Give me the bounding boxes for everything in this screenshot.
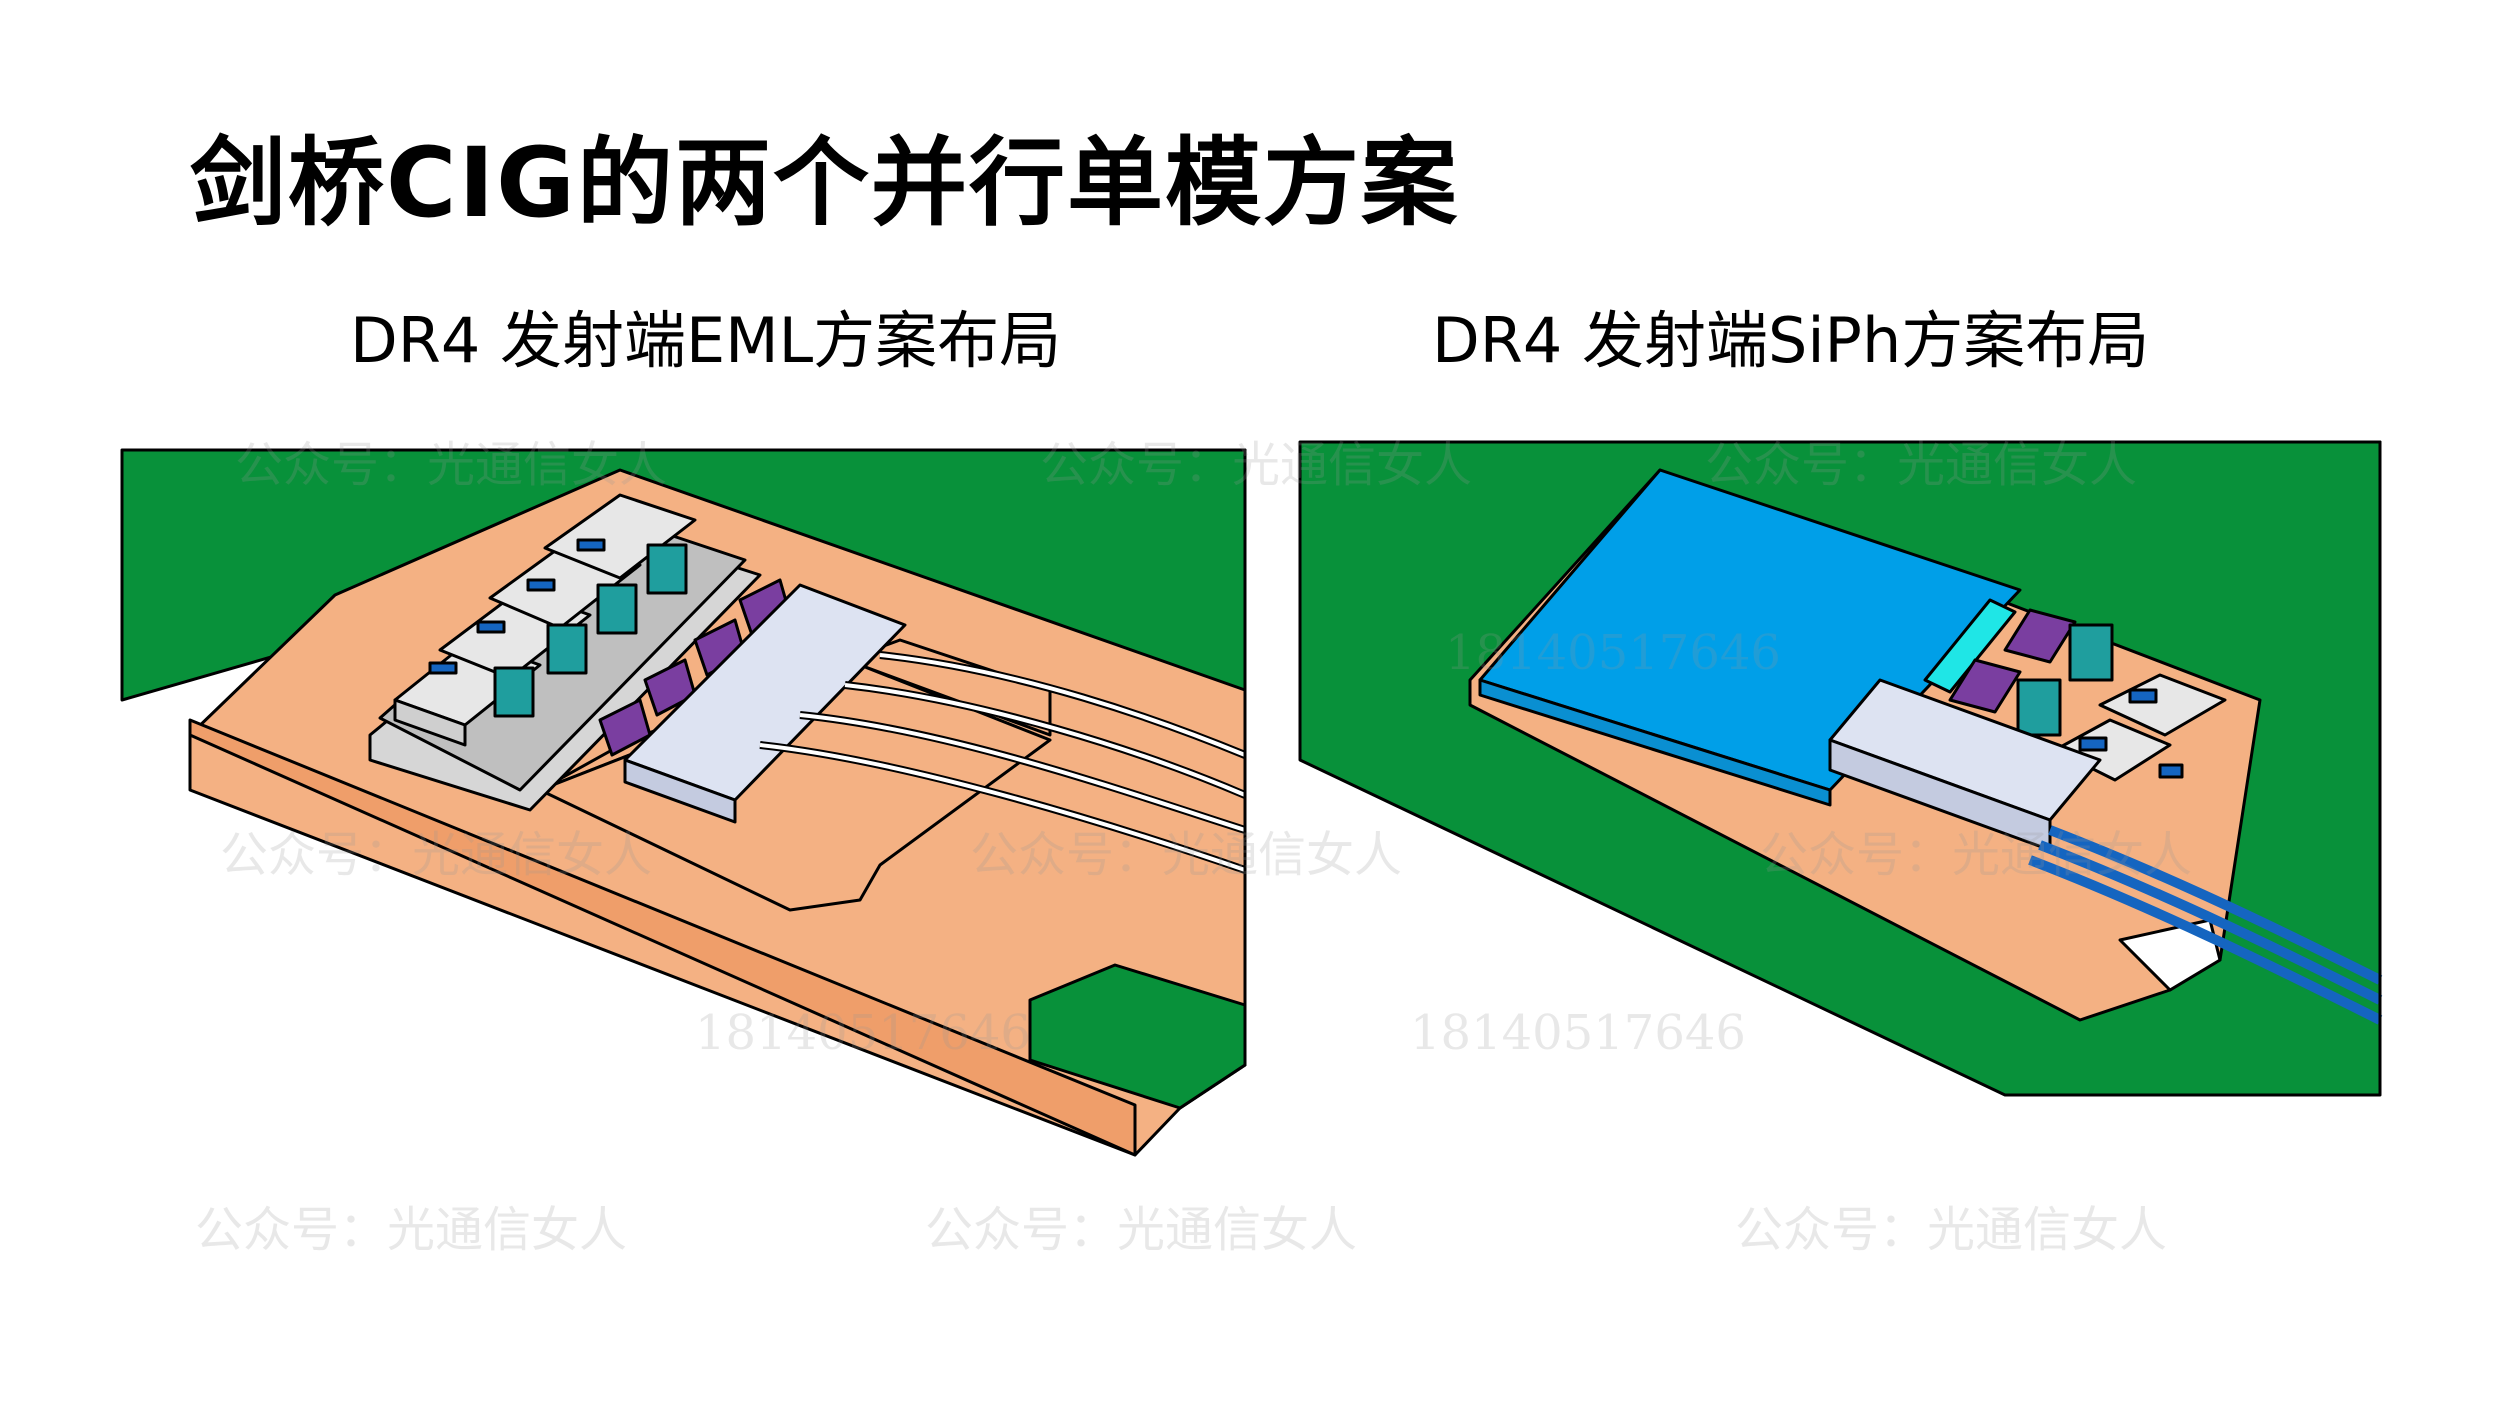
laser-block bbox=[543, 493, 697, 580]
lens bbox=[646, 543, 688, 595]
driver-chip bbox=[476, 620, 506, 634]
lens bbox=[2068, 623, 2114, 682]
copper-front-edge bbox=[188, 718, 1137, 1157]
driver-chip bbox=[2078, 736, 2108, 752]
siph-chip-front bbox=[1478, 678, 1832, 807]
driver-chip bbox=[576, 538, 606, 552]
fiber bbox=[2048, 825, 2383, 985]
fiber bbox=[2028, 855, 2383, 1025]
lens bbox=[546, 623, 588, 675]
laser-block-side bbox=[393, 698, 467, 747]
lens-array bbox=[1923, 598, 2017, 694]
siph-layout-caption: DR4 发射端SiPh方案布局 bbox=[1432, 304, 2150, 377]
driver-chip bbox=[2158, 763, 2184, 779]
fiber bbox=[2038, 840, 2383, 1005]
driver-chip bbox=[526, 578, 556, 592]
lens bbox=[2016, 678, 2062, 737]
lens bbox=[493, 666, 535, 718]
slide-title: 剑桥CIG的两个并行单模方案 bbox=[190, 127, 1459, 239]
laser-block bbox=[2053, 718, 2172, 782]
eml-layout-caption: DR4 发射端EML方案布局 bbox=[350, 304, 1062, 377]
lens bbox=[596, 583, 638, 635]
isolator bbox=[2003, 608, 2077, 664]
mux-block-front bbox=[623, 758, 737, 824]
isolator bbox=[1948, 658, 2022, 714]
driver-chip bbox=[428, 661, 458, 675]
driver-chip bbox=[2128, 688, 2158, 704]
